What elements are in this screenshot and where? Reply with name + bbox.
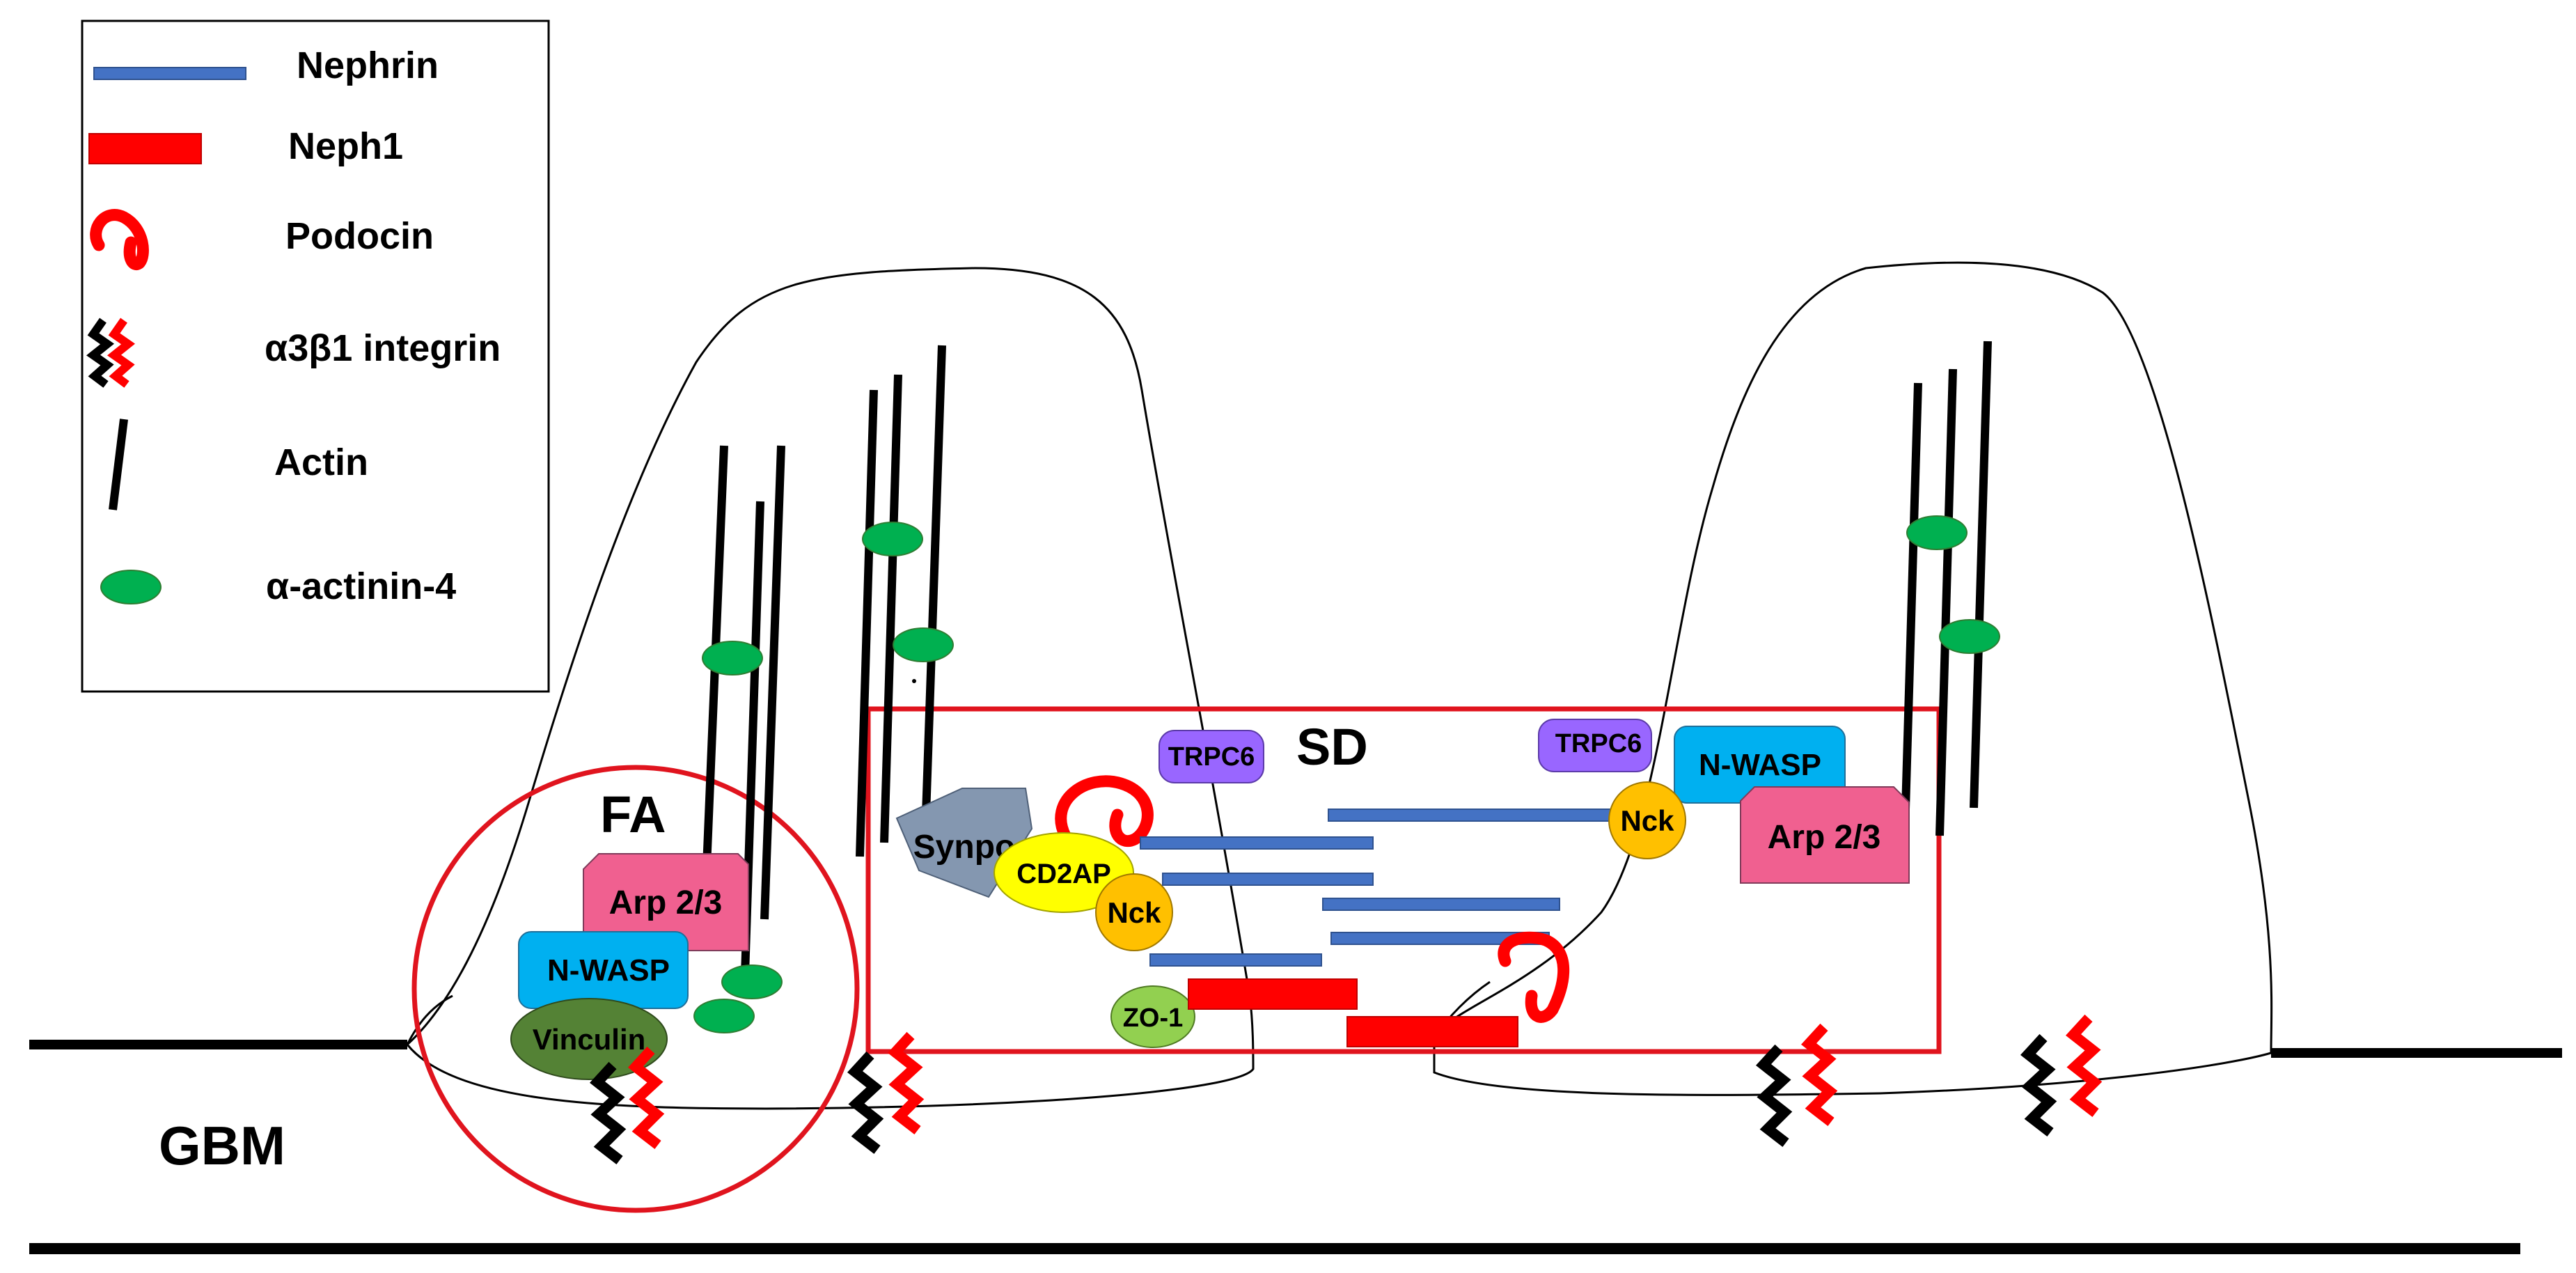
integrin [590, 1046, 665, 1164]
arp23-right-shape [1740, 786, 1910, 884]
actin-filaments [702, 341, 1992, 976]
nwasp-right-label: N-WASP [1699, 748, 1821, 782]
sd-region-outline [865, 706, 1942, 1054]
actinin-ellipse-icon [100, 570, 162, 604]
trpc6-left-shape [1159, 730, 1264, 783]
actinin-4-group [693, 515, 2000, 1033]
actinin-4 [702, 641, 763, 675]
nck-right-shape [1608, 781, 1686, 859]
neph1-bar [1346, 1016, 1518, 1047]
legend-label-neph1: Neph1 [288, 125, 403, 167]
nck-left-shape [1095, 873, 1173, 951]
nephrin-bar [1162, 873, 1374, 886]
integrin [1756, 1023, 1838, 1147]
cd2ap-label: CD2AP [1016, 859, 1111, 889]
actin-filament [856, 389, 878, 857]
actin-filament [1970, 341, 1992, 809]
fa-region-outline [411, 765, 860, 1213]
legend-label-podocin: Podocin [285, 215, 434, 257]
integrin-helix-icon [86, 318, 136, 388]
arp23-right-label: Arp 2/3 [1768, 819, 1881, 856]
legend-label-actin: Actin [274, 442, 368, 483]
nephrin-bar [1322, 898, 1560, 911]
actin-filament [1900, 382, 1922, 857]
actin-filament [1935, 368, 1957, 836]
sd-label: SD [1296, 718, 1368, 776]
small-dot [912, 679, 916, 683]
legend-label-actinin: α-actinin-4 [266, 565, 456, 607]
integrins [590, 1014, 2103, 1164]
trpc6-right-label: TRPC6 [1555, 729, 1642, 758]
actinin-4 [1939, 619, 2000, 654]
actin-filament [760, 445, 785, 920]
nephrin-bar [1140, 836, 1374, 850]
podocin-sd-right [1498, 931, 1570, 1023]
nephrin-bars [1140, 809, 1616, 967]
arp23-left-shape [583, 853, 749, 951]
actinin-4 [1906, 515, 1968, 550]
zo1-label: ZO-1 [1123, 1003, 1184, 1033]
legend-box [81, 19, 550, 693]
nephrin-bar [1328, 809, 1616, 822]
actinin-4 [721, 964, 783, 999]
right-foot-process-outline [1433, 261, 2273, 1096]
actinin-4 [862, 522, 923, 556]
nck-left-label: Nck [1107, 896, 1161, 929]
gbm-label: GBM [159, 1115, 285, 1176]
arp23-left-label: Arp 2/3 [609, 884, 723, 921]
membrane-wave-left [406, 994, 453, 1045]
integrin [847, 1031, 925, 1154]
vinculin-shape [510, 998, 668, 1080]
actinin-4 [693, 999, 755, 1033]
nephrin-bar [1149, 953, 1322, 967]
legend: Nephrin Neph1 Podocin α3β1 integrin Acti… [81, 19, 550, 693]
left-foot-process-outline [405, 267, 1255, 1110]
actinin-4 [893, 627, 954, 662]
neph1-bar-icon [88, 133, 202, 164]
trpc6-right-shape [1538, 719, 1652, 772]
cd2ap-shape [994, 832, 1134, 913]
trpc6-left-label: TRPC6 [1168, 742, 1255, 772]
integrin [2020, 1014, 2103, 1137]
podocin-hairpin-icon [90, 209, 149, 270]
nwasp-left-label: N-WASP [547, 953, 670, 987]
podocin-sd-left [1055, 775, 1154, 847]
actin-line-icon [109, 419, 128, 510]
actin-filament [922, 345, 946, 815]
legend-label-nephrin: Nephrin [297, 45, 439, 86]
nck-right-label: Nck [1620, 804, 1674, 837]
fa-label: FA [600, 786, 666, 843]
zo1-shape [1110, 985, 1195, 1048]
legend-label-integrin: α3β1 integrin [265, 327, 501, 369]
vinculin-label: Vinculin [533, 1023, 646, 1056]
nephrin-bar-icon [93, 67, 246, 80]
neph1-bar [1188, 978, 1358, 1010]
actin-filament [880, 374, 902, 843]
